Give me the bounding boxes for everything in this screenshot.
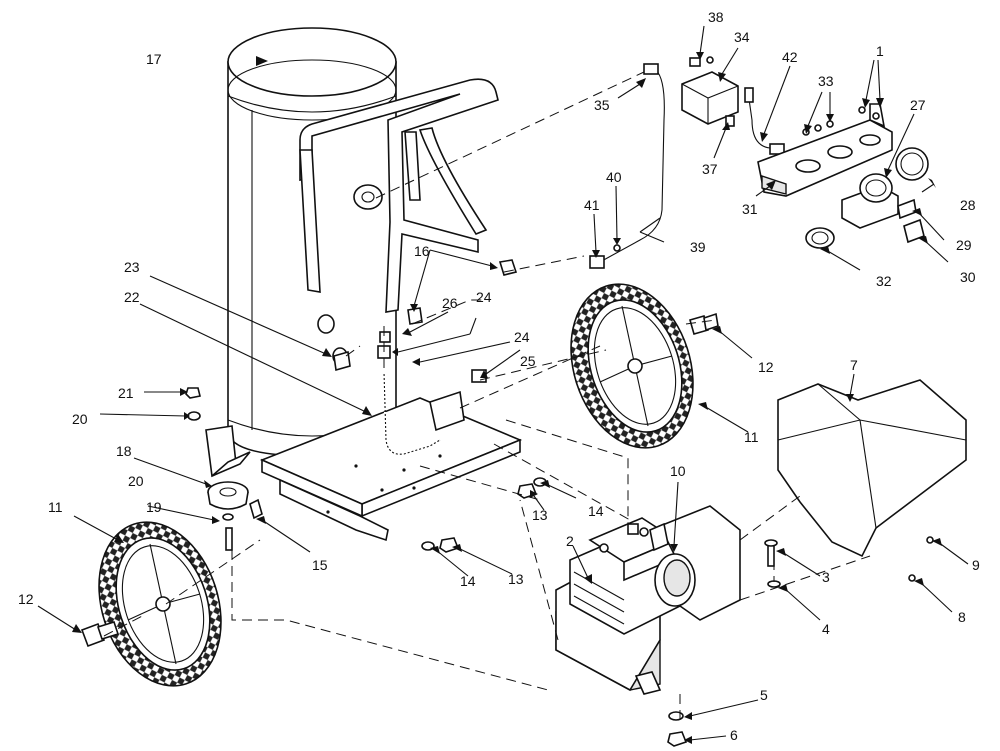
callout-4: 4	[822, 621, 830, 637]
callout-17: 17	[146, 51, 162, 67]
callout-29: 29	[956, 237, 972, 253]
wheel-right	[570, 283, 694, 449]
callout-39: 39	[690, 239, 706, 255]
callout-25: 25	[520, 353, 536, 369]
callout-27: 27	[910, 97, 926, 113]
gauge	[805, 147, 929, 249]
callout-9: 9	[972, 557, 980, 573]
callout-33: 33	[818, 73, 834, 89]
callout-31: 31	[742, 201, 758, 217]
callout-10: 10	[670, 463, 686, 479]
callout-28: 28	[960, 197, 976, 213]
wheel-left	[98, 521, 222, 687]
callout-8: 8	[958, 609, 966, 625]
callout-6: 6	[730, 727, 738, 743]
callout-13-upper: 13	[532, 507, 548, 523]
callout-24-lower: 24	[514, 329, 530, 345]
callout-32: 32	[876, 273, 892, 289]
callout-40: 40	[606, 169, 622, 185]
callout-35: 35	[594, 97, 610, 113]
handle-grip-cap	[407, 259, 518, 325]
callout-15: 15	[312, 557, 328, 573]
callout-24-upper: 24	[476, 289, 492, 305]
callout-19: 19	[146, 499, 162, 515]
callout-11-right: 11	[744, 429, 759, 445]
callout-20-upper: 20	[72, 411, 88, 427]
leader-lines	[37, 25, 969, 744]
callout-14-lower: 14	[460, 573, 476, 589]
callout-2: 2	[566, 533, 574, 549]
callout-13-lower: 13	[508, 571, 524, 587]
callout-11-left: 11	[48, 499, 63, 515]
callout-20-lower: 20	[128, 473, 144, 489]
motor-fitting	[627, 522, 669, 552]
regulator-manifold	[841, 173, 925, 244]
callout-30: 30	[960, 269, 976, 285]
callout-21: 21	[118, 385, 134, 401]
rubber-foot	[207, 481, 249, 551]
safety-valve-tube	[744, 87, 785, 155]
callout-7: 7	[850, 357, 858, 373]
assembly-lines	[103, 71, 871, 720]
callout-22: 22	[124, 289, 140, 305]
callout-labels: 1 2 3 4 5 6 7 8 9 10 11 11 12 12 13 13 1…	[18, 9, 980, 743]
belt-shroud	[777, 379, 967, 582]
callout-42: 42	[782, 49, 798, 65]
callout-1: 1	[876, 43, 884, 59]
pressure-switch	[681, 56, 739, 127]
callout-26: 26	[442, 295, 458, 311]
callout-16: 16	[414, 243, 430, 259]
callout-41: 41	[584, 197, 600, 213]
callout-38: 38	[708, 9, 724, 25]
callout-12-left: 12	[18, 591, 34, 607]
callout-18: 18	[116, 443, 132, 459]
callout-37: 37	[702, 161, 718, 177]
callout-14-upper: 14	[588, 503, 604, 519]
compressor-pump	[555, 505, 741, 695]
callout-5: 5	[760, 687, 768, 703]
callout-23: 23	[124, 259, 140, 275]
callout-34: 34	[734, 29, 750, 45]
axle-bolt	[80, 312, 719, 648]
callout-3: 3	[822, 569, 830, 585]
tank-foot	[205, 425, 251, 478]
callout-12-right: 12	[758, 359, 774, 375]
manifold-panel	[757, 103, 893, 197]
